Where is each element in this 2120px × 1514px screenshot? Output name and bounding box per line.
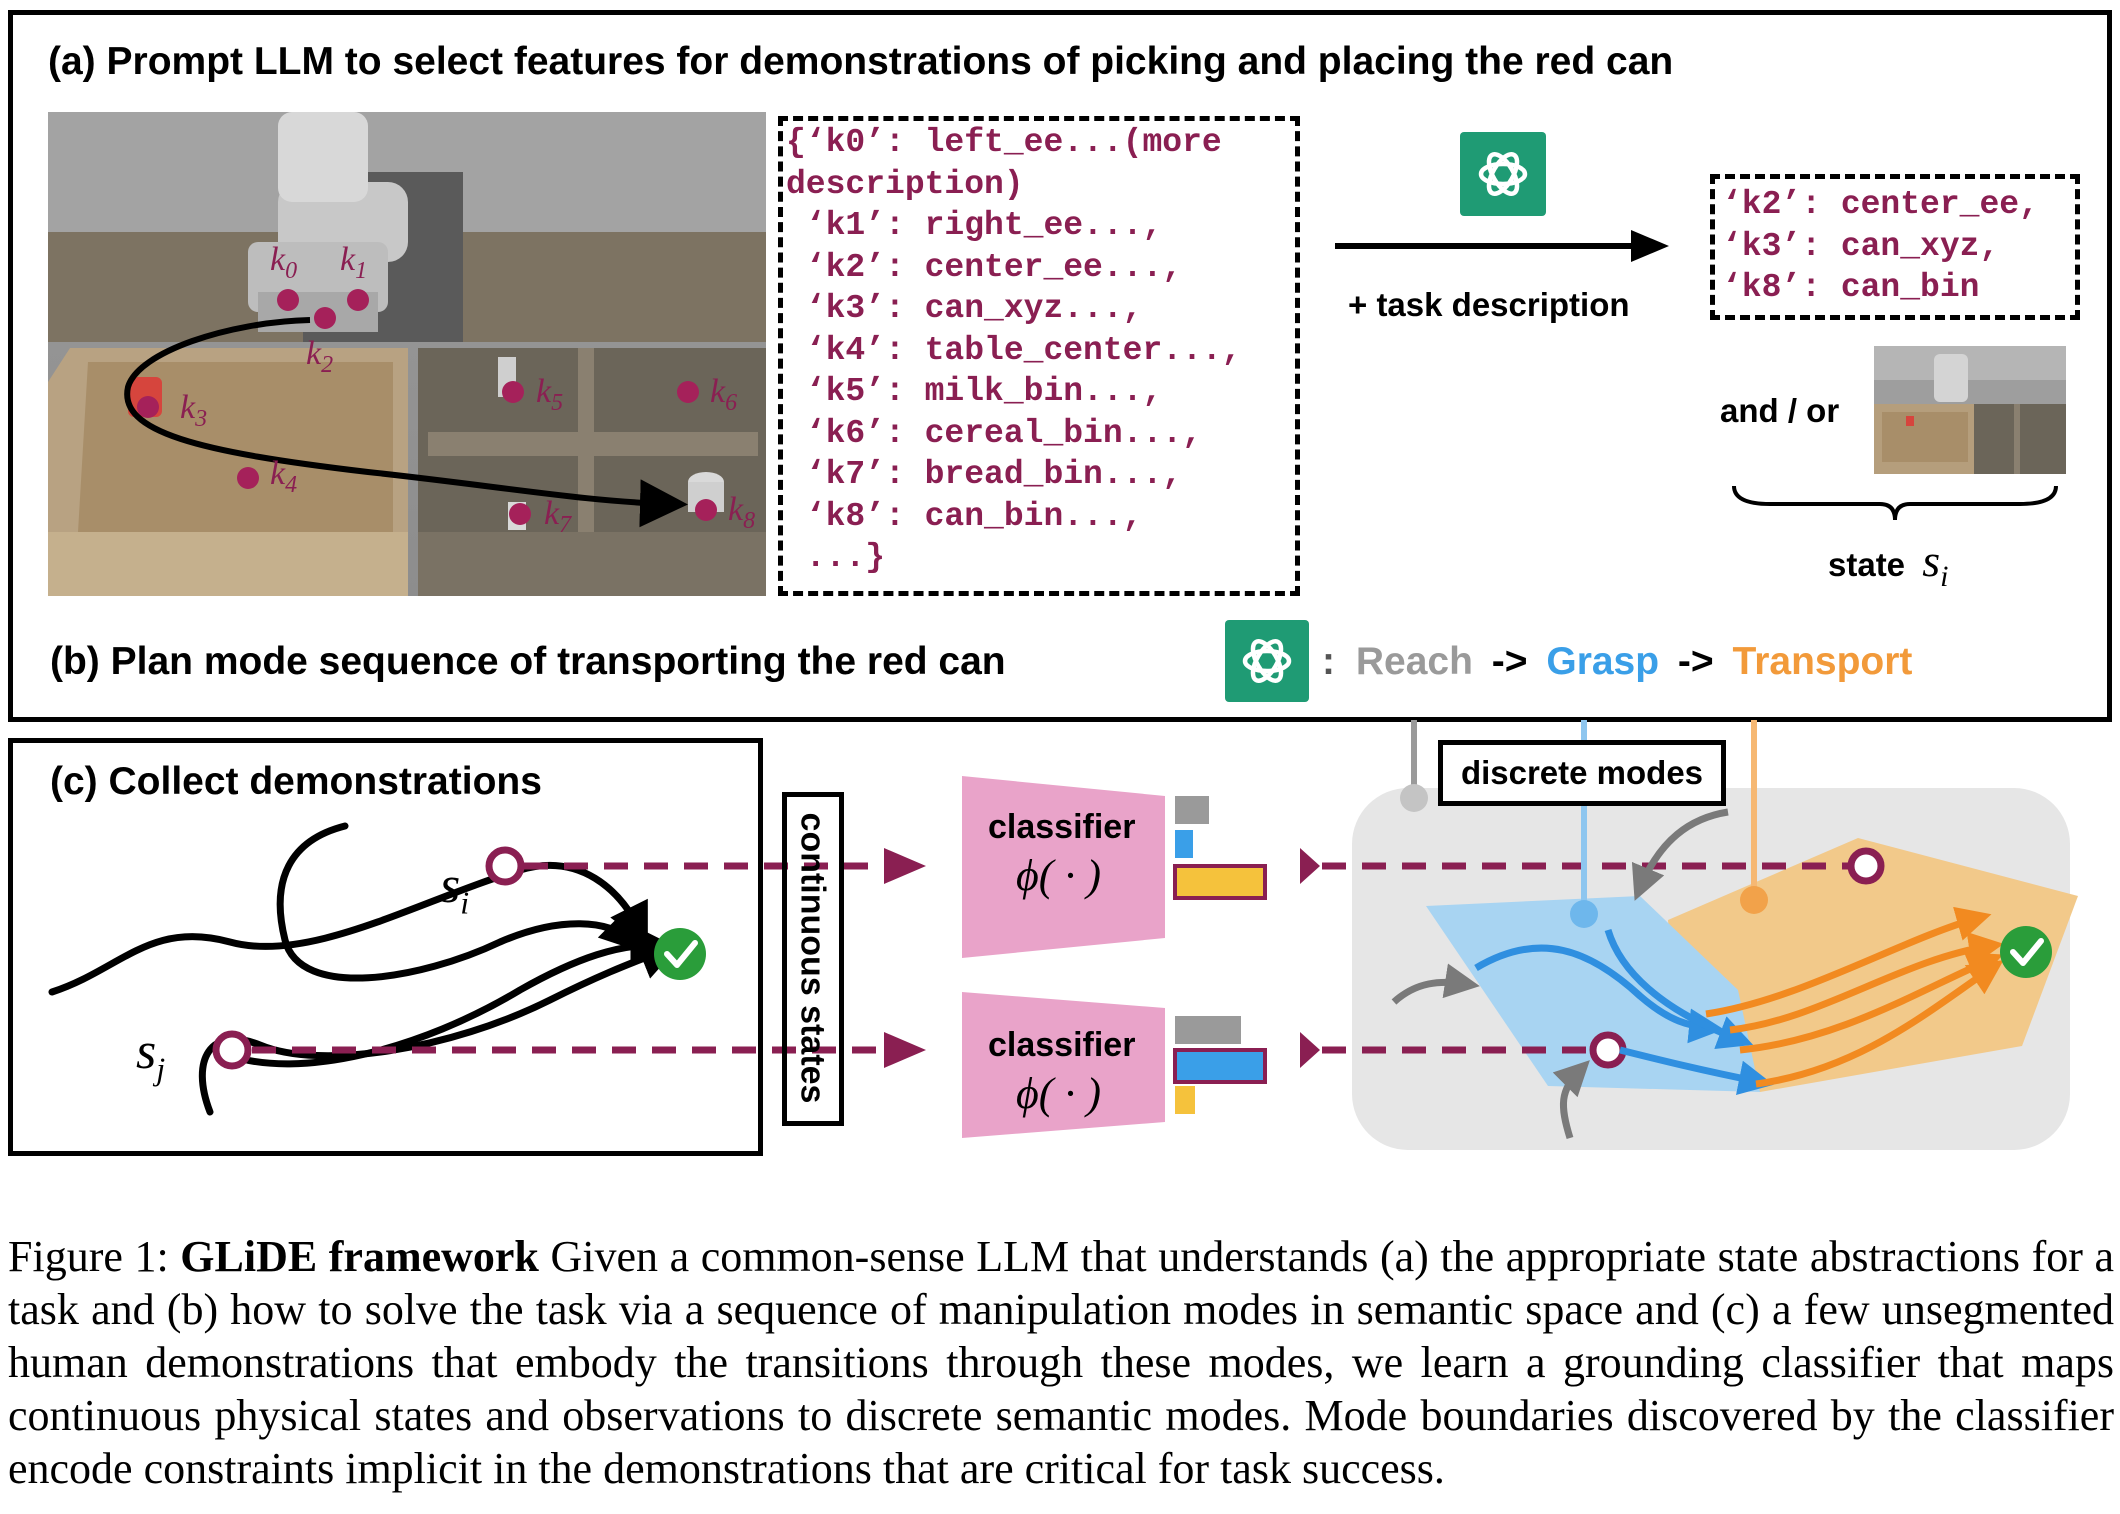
feature-line: {‘k0’: left_ee...(more (786, 124, 1222, 161)
selected-line: ‘k8’: can_bin (1722, 269, 1980, 306)
llm-logo-icon (1225, 620, 1309, 702)
selected-features-box (1710, 174, 2080, 320)
feature-line: ...} (786, 539, 886, 576)
feature-line: ‘k3’: can_xyz..., (786, 290, 1143, 327)
classifier-bottom-label: classifier (988, 1026, 1136, 1064)
selected-line: ‘k3’: can_xyz, (1722, 227, 2000, 265)
feature-line: ‘k2’: center_ee..., (786, 248, 1183, 286)
feature-line: ‘k6’: cereal_bin..., (786, 414, 1202, 452)
keypoint-label-k3: k3 (180, 389, 207, 432)
classifier-bottom-shape (962, 992, 1165, 1138)
mode-reach: Reach (1355, 640, 1473, 683)
select-arrow (1335, 230, 1669, 262)
panel-c-title: (c) Collect demonstrations (50, 760, 542, 803)
mode-separator: -> (1491, 640, 1528, 683)
keypoint-dot-k1 (347, 289, 369, 311)
keypoint-dot-k2 (314, 307, 336, 329)
keypoint-label-k8: k8 (728, 491, 755, 534)
keypoint-dot-k7 (509, 503, 531, 525)
feature-line: ‘k4’: table_center..., (786, 331, 1242, 369)
state-sj-label: sj (136, 1023, 166, 1087)
demo-trajectory (48, 861, 648, 996)
feature-line: ‘k1’: right_ee..., (786, 207, 1163, 244)
observation-thumbnail-image (1874, 346, 2066, 474)
demonstrations-diagram (48, 720, 2078, 1150)
classifier-top-phi: ϕ( · ) (1016, 851, 1102, 900)
continuous-states-label: continuous states (793, 812, 832, 1104)
keypoint-dot-k8 (695, 499, 717, 521)
panel-a-title: (a) Prompt LLM to select features for de… (48, 40, 1674, 83)
state-sj-marker (212, 1030, 252, 1070)
demo-trajectory (276, 822, 643, 982)
keypoint-overlay: k0 k1 k2 k3 k4 k5 k6 k7 k8 (137, 241, 755, 538)
keypoint-label-k1: k1 (340, 241, 367, 284)
keypoint-label-k7: k7 (544, 495, 572, 538)
llm-logo-icon (1460, 132, 1546, 216)
state-si-marker (485, 846, 525, 886)
demo-trajectory (224, 924, 673, 1068)
figure-caption: Figure 1: GLiDE framework Given a common… (8, 1230, 2114, 1495)
classifier-top-label: classifier (988, 808, 1136, 846)
feature-line: description) (786, 165, 1024, 203)
keypoint-dot-k3 (137, 396, 159, 418)
discrete-modes-label: discrete modes (1438, 740, 1726, 806)
caption-bold: GLiDE framework (180, 1232, 539, 1281)
panel-c-frame (8, 738, 763, 1156)
keypoint-dot-k0 (277, 289, 299, 311)
and-or-label: and / or (1720, 392, 1840, 429)
classifier-top-shape (962, 776, 1165, 958)
continuous-states-box (782, 792, 844, 1126)
feature-line: ‘k5’: milk_bin..., (786, 373, 1163, 410)
state-brace (1732, 485, 2058, 521)
feature-line: ‘k8’: can_bin..., (786, 497, 1143, 535)
selected-line: ‘k2’: center_ee, (1722, 186, 2039, 223)
keypoint-label-k2: k2 (306, 335, 333, 378)
mode-colon: : (1322, 640, 1335, 683)
mode-separator: -> (1677, 640, 1714, 683)
keypoint-dot-k4 (237, 467, 259, 489)
grasp-region (1426, 896, 1760, 1092)
feature-line: ‘k7’: bread_bin..., (786, 456, 1183, 493)
selected-features-text: ‘k2’: center_ee, ‘k3’: can_xyz, ‘k8’: ca… (1722, 184, 2039, 309)
panel-ab-frame (8, 10, 2112, 722)
arrow-label: + task description (1348, 286, 1630, 323)
success-check-icon (654, 928, 706, 980)
panel-b-title: (b) Plan mode sequence of transporting t… (50, 640, 1006, 683)
mode-grasp: Grasp (1546, 640, 1660, 683)
mode-sequence: : Reach -> Grasp -> Transport (1322, 640, 1912, 684)
feature-dictionary-text: {‘k0’: left_ee...(more description) ‘k1’… (786, 122, 1241, 579)
state-si-label: si (440, 857, 470, 921)
mode-transport: Transport (1732, 640, 1913, 683)
keypoint-label-k4: k4 (270, 455, 297, 498)
caption-prefix: Figure 1: (8, 1232, 181, 1281)
transport-region (1668, 838, 2078, 1092)
keypoint-label-k0: k0 (270, 241, 297, 284)
keypoint-label-k6: k6 (710, 373, 737, 416)
caption-text: Given a common-sense LLM that understand… (8, 1232, 2114, 1493)
keypoint-dot-k5 (502, 381, 524, 403)
keypoint-label-k5: k5 (536, 373, 563, 416)
keypoint-dot-k6 (677, 381, 699, 403)
classifier-bottom-phi: ϕ( · ) (1016, 1069, 1102, 1118)
feature-dictionary-box (778, 116, 1300, 596)
state-label: state si (1828, 535, 1949, 594)
success-check-icon (2000, 926, 2052, 978)
